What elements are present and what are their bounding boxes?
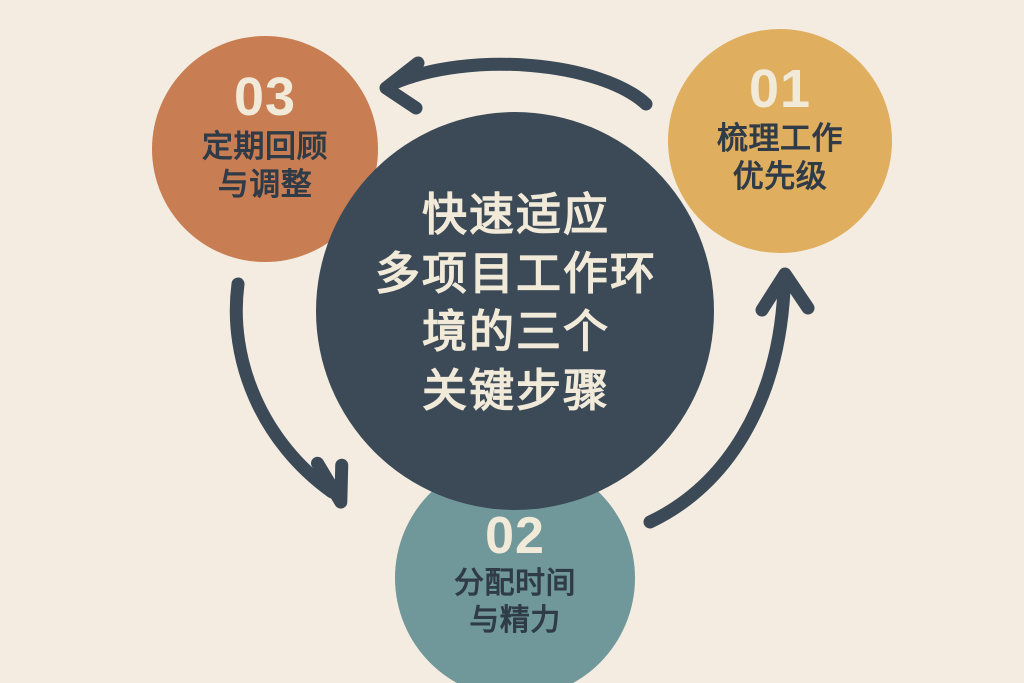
step-02-circle[interactable] bbox=[395, 458, 635, 683]
arrow-02-to-01 bbox=[643, 267, 815, 529]
center-hub-circle[interactable] bbox=[316, 112, 714, 510]
arrow-03-to-02 bbox=[229, 277, 349, 509]
arrow-01-to-03 bbox=[379, 56, 653, 115]
step-01-circle[interactable] bbox=[668, 29, 892, 253]
step-03-circle[interactable] bbox=[152, 36, 378, 262]
